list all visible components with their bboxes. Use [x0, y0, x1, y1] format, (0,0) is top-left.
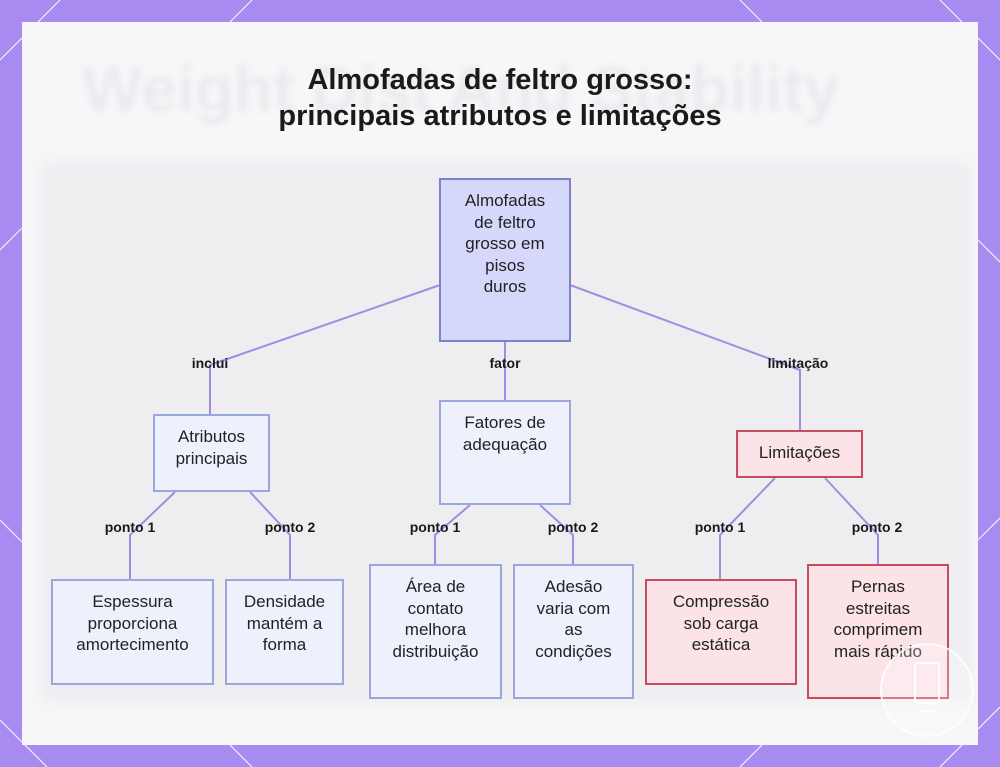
node-attributes-line: Atributos	[177, 427, 246, 446]
edge-label-attr-point-2: ponto 2	[264, 519, 316, 535]
node-attr2-line: mantém a	[246, 613, 323, 633]
node-lim2-line: comprimem	[833, 620, 923, 639]
diagram-title: Almofadas de feltro grosso: principais a…	[0, 62, 1000, 134]
node-fact2-line: as	[564, 620, 583, 639]
node-lim1-line: estática	[691, 635, 751, 654]
node-attr2-line: Densidade	[243, 592, 326, 611]
node-fact2-line: varia com	[536, 598, 611, 618]
node-factors-line: adequação	[462, 434, 548, 454]
corner-logo-icon	[880, 643, 974, 737]
node-fact1-line: distribuição	[392, 641, 479, 661]
node-fact2-line: Adesão	[544, 577, 603, 596]
edge-root-limits	[569, 284, 801, 430]
edge-limits-lim2	[824, 477, 879, 565]
edge-label-limitation: limitação	[767, 355, 829, 371]
node-limits[interactable]: Limitações	[736, 430, 863, 478]
edge-label-includes: inclui	[191, 355, 229, 371]
node-attr1-line: proporciona	[87, 613, 178, 633]
node-root[interactable]: Almofadas de feltro grosso em pisos duro…	[439, 178, 571, 342]
node-root-line: de feltro	[474, 212, 536, 232]
node-attr-thickness[interactable]: Espessura proporciona amortecimento	[51, 579, 214, 685]
node-factors-line: Fatores de	[464, 413, 546, 432]
edge-label-attr-point-1: ponto 1	[104, 519, 156, 535]
node-attr2-line: forma	[262, 635, 307, 654]
node-attributes[interactable]: Atributos principais	[153, 414, 270, 492]
node-attr1-line: Espessura	[92, 592, 173, 611]
edge-attributes-attr1	[129, 491, 176, 580]
edge-attributes-attr2	[249, 491, 291, 580]
node-fact-contact-area[interactable]: Área de contato melhora distribuição	[369, 564, 502, 699]
node-fact-adhesion[interactable]: Adesão varia com as condições	[513, 564, 634, 699]
node-attr1-line: amortecimento	[76, 635, 189, 654]
node-fact1-line: contato	[407, 598, 464, 618]
edge-label-fact-point-2: ponto 2	[547, 519, 599, 535]
node-root-line: pisos	[485, 255, 525, 275]
edge-limits-lim1	[719, 477, 776, 580]
edge-label-lim-point-1: ponto 1	[694, 519, 746, 535]
node-root-line: grosso em	[465, 234, 545, 253]
edge-root-attributes	[209, 284, 441, 415]
edge-label-lim-point-2: ponto 2	[851, 519, 903, 535]
node-lim1-line: Compressão	[672, 592, 770, 611]
edge-label-fact-point-1: ponto 1	[409, 519, 461, 535]
edge-factors-fact2	[539, 504, 574, 565]
edge-label-factor: fator	[489, 355, 521, 371]
edge-factors-fact1	[434, 504, 471, 565]
node-fact2-line: condições	[535, 641, 612, 661]
title-line-2: principais atributos e limitações	[278, 100, 722, 132]
node-attributes-line: principais	[175, 448, 248, 468]
node-fact1-line: Área de	[405, 577, 466, 596]
node-factors[interactable]: Fatores de adequação	[439, 400, 571, 505]
node-lim2-line: Pernas	[851, 577, 905, 596]
background-watermark: Weight Dist And Stability	[82, 53, 840, 125]
node-attr-density[interactable]: Densidade mantém a forma	[225, 579, 344, 685]
node-lim2-line: estreitas	[845, 598, 911, 618]
title-line-1: Almofadas de feltro grosso:	[307, 64, 693, 96]
node-limits-line: Limitações	[758, 443, 841, 462]
node-root-line: duros	[483, 277, 527, 296]
node-lim-compression[interactable]: Compressão sob carga estática	[645, 579, 797, 685]
node-fact1-line: melhora	[404, 620, 467, 639]
node-root-line: Almofadas	[464, 191, 546, 210]
node-lim1-line: sob carga	[683, 613, 759, 633]
